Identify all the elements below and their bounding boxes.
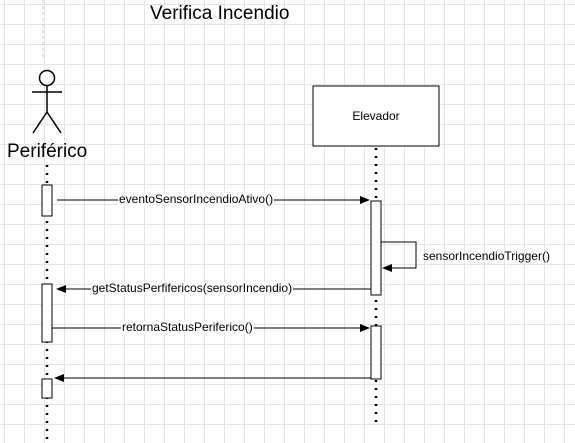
self-message-arrow[interactable]	[381, 241, 417, 272]
participant-activation-2[interactable]	[370, 325, 382, 380]
participant-label-text: Elevador	[352, 109, 400, 123]
diagram-title: Verifica Incendio	[150, 3, 290, 24]
message-label-4: retornaStatusPeriferico()	[121, 320, 254, 334]
message-label-3: getStatusPerfifericos(sensorIncendio)	[91, 281, 294, 295]
actor-activation-1[interactable]	[41, 184, 53, 217]
self-message-label: sensorIncendioTrigger()	[423, 249, 550, 263]
actor-label: Periférico	[7, 141, 88, 162]
participant-box[interactable]	[312, 85, 440, 147]
participant-activation-1[interactable]	[370, 200, 382, 296]
actor-activation-3[interactable]	[41, 378, 53, 399]
message-label-1: eventoSensorIncendioAtivo()	[118, 192, 275, 206]
participant-label: Elevador	[313, 86, 439, 146]
actor-activation-2[interactable]	[41, 283, 53, 343]
actor-icon[interactable]	[32, 69, 62, 134]
